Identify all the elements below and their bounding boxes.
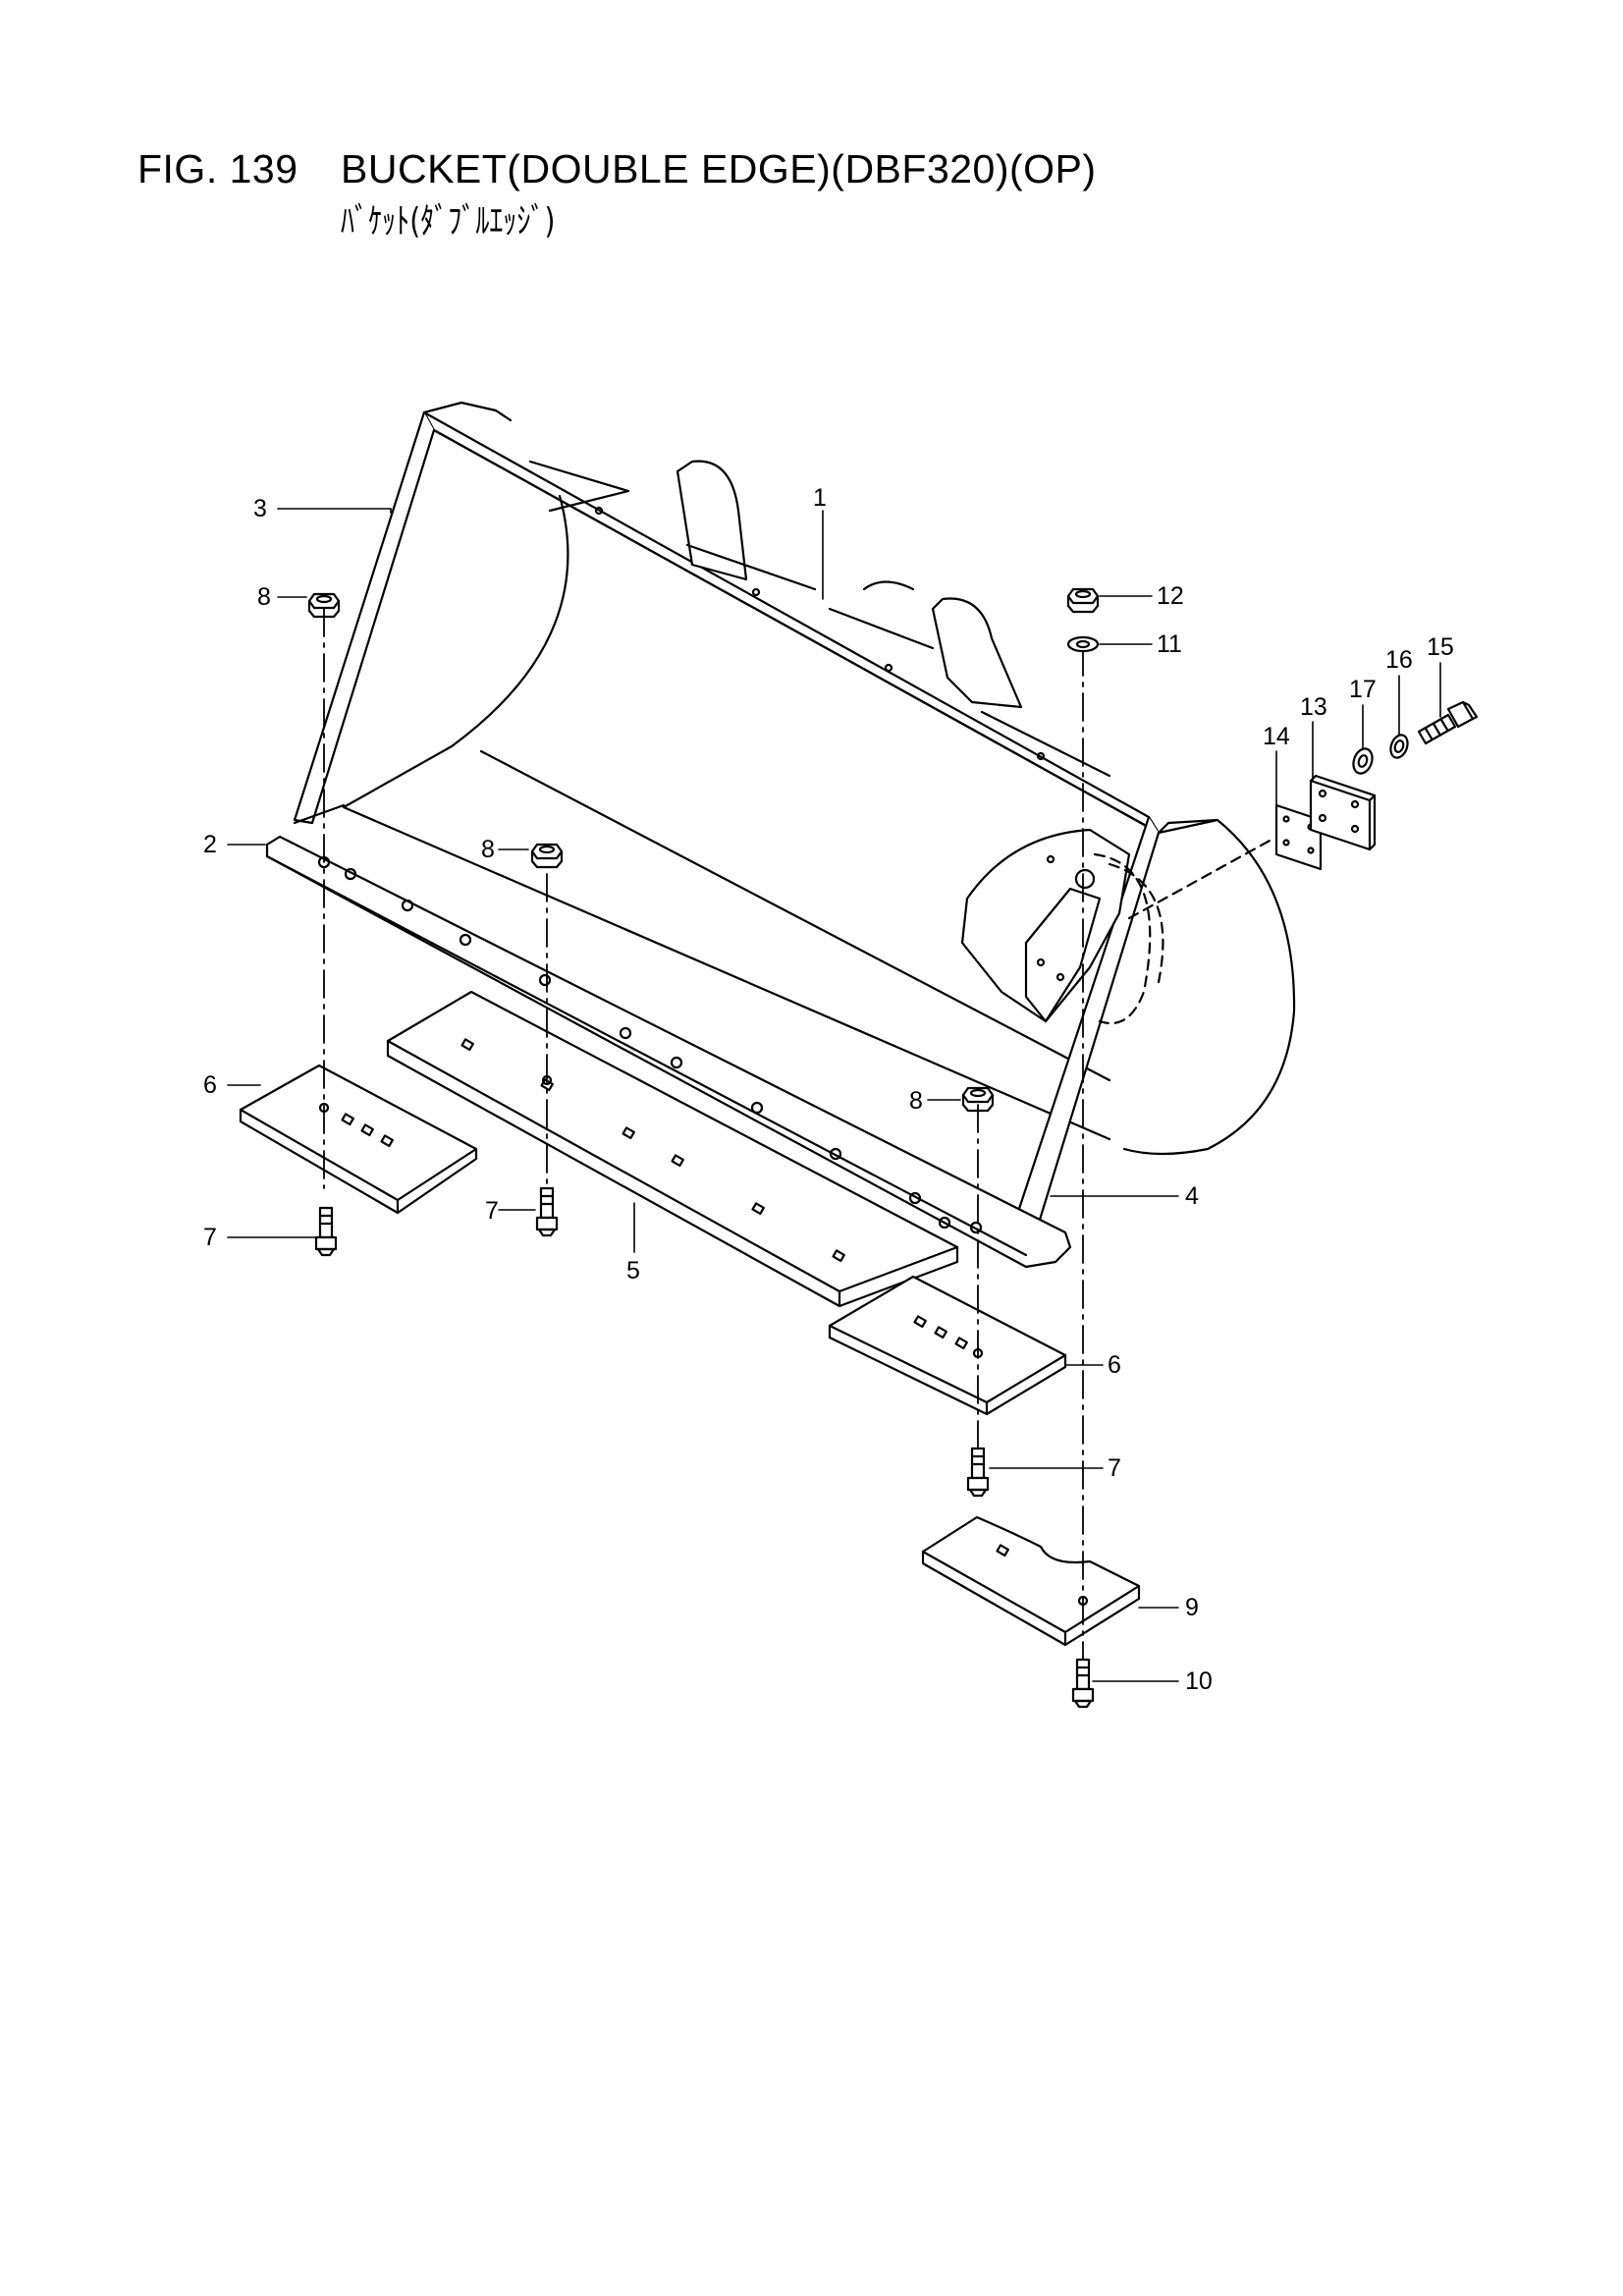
- callout-6-left: 6: [203, 1071, 217, 1099]
- callout-16: 16: [1385, 646, 1413, 674]
- side-cutter: [921, 1515, 1141, 1647]
- bolt-7-left: [314, 1206, 338, 1257]
- washer-11: [1066, 635, 1100, 653]
- end-bit-left: [239, 1064, 478, 1215]
- callout-5: 5: [626, 1257, 640, 1285]
- callout-3: 3: [253, 495, 267, 522]
- nut-8-left: [307, 592, 341, 619]
- callout-8-left: 8: [257, 583, 271, 611]
- bolt-7-center: [535, 1186, 559, 1237]
- assembly-center-lines: [323, 608, 1084, 1670]
- callout-14: 14: [1263, 723, 1290, 750]
- figure-subtitle: ﾊﾞｹｯﾄ(ﾀﾞﾌﾞﾙｴｯｼﾞ): [341, 201, 556, 242]
- callout-4: 4: [1185, 1182, 1199, 1210]
- callout-9: 9: [1185, 1594, 1199, 1621]
- lock-washer-16: [1389, 734, 1409, 759]
- callout-2: 2: [203, 831, 217, 858]
- callout-15: 15: [1427, 633, 1454, 661]
- bucket-body: [293, 401, 1296, 1234]
- leader-lines: [227, 508, 1441, 1682]
- callout-7-center: 7: [485, 1197, 499, 1225]
- bolt-7-right: [966, 1447, 990, 1498]
- callout-11: 11: [1157, 630, 1182, 658]
- callout-8-right: 8: [909, 1087, 923, 1115]
- figure-title: FIG. 139 BUCKET(DOUBLE EDGE)(DBF320)(OP): [137, 147, 1097, 191]
- callout-17: 17: [1349, 676, 1377, 703]
- callout-10: 10: [1185, 1667, 1213, 1695]
- figure-number: FIG. 139: [137, 146, 298, 191]
- end-bit-right: [828, 1275, 1067, 1416]
- nut-12: [1066, 587, 1100, 614]
- cutting-edge-center: [386, 990, 959, 1308]
- bottom-edge-plate: [265, 835, 1072, 1269]
- plate-14: [1274, 803, 1323, 871]
- bolt-15: [1417, 700, 1479, 745]
- callout-6-right: 6: [1108, 1351, 1121, 1379]
- nut-8-center: [530, 843, 564, 869]
- nut-8-right: [961, 1086, 995, 1113]
- callout-12: 12: [1157, 582, 1184, 610]
- figure-title-text: BUCKET(DOUBLE EDGE)(DBF320)(OP): [341, 146, 1097, 191]
- callout-8-center: 8: [481, 836, 495, 863]
- washer-17: [1352, 747, 1374, 775]
- callout-1: 1: [813, 484, 827, 512]
- plate-13: [1309, 774, 1377, 851]
- callout-7-right: 7: [1108, 1454, 1121, 1482]
- bolt-10: [1071, 1658, 1095, 1709]
- callout-13: 13: [1300, 693, 1327, 721]
- callout-7-left: 7: [203, 1224, 217, 1251]
